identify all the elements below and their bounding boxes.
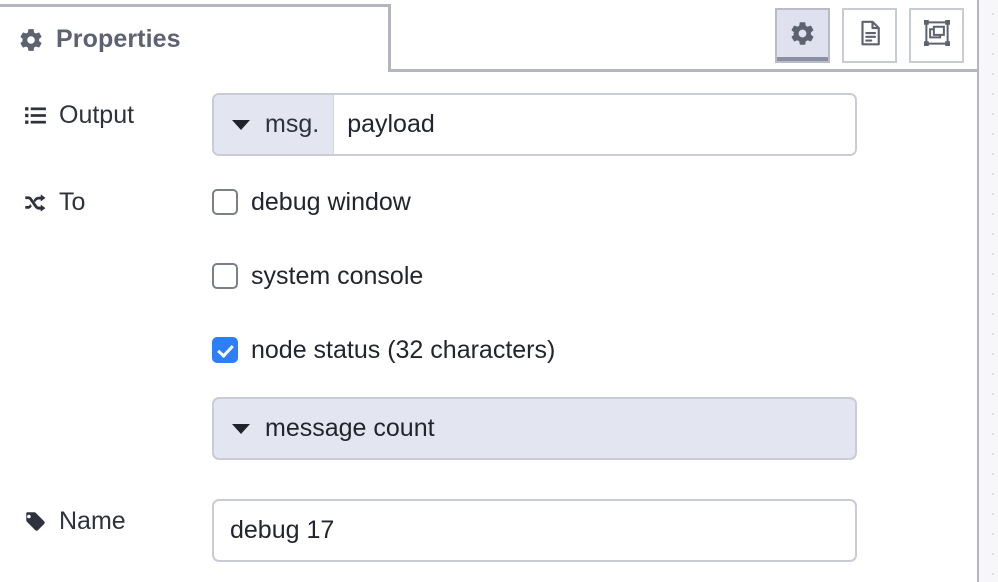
panel-right-border (977, 0, 979, 582)
properties-button[interactable] (775, 8, 830, 63)
checkbox-debug-window-box[interactable] (212, 189, 238, 215)
chevron-down-icon (232, 119, 250, 130)
checkbox-debug-window[interactable]: debug window (212, 180, 977, 224)
checkbox-node-status-label: node status (32 characters) (251, 335, 556, 364)
document-icon (855, 18, 885, 53)
output-field: msg. payload (212, 93, 977, 156)
panel-tab-actions (775, 8, 964, 63)
checkbox-node-status[interactable]: node status (32 characters) (212, 328, 977, 372)
panel-tabbar: Properties (0, 0, 977, 72)
gear-icon (789, 20, 816, 52)
name-label-text: Name (59, 506, 126, 535)
to-label-text: To (59, 187, 86, 216)
status-type-select[interactable]: message count (212, 397, 857, 460)
tag-icon (22, 508, 48, 534)
output-property-input[interactable]: payload (334, 95, 855, 154)
checkbox-system-console-label: system console (251, 261, 424, 290)
row-to: To debug window system console node stat… (0, 180, 977, 460)
name-input[interactable]: debug 17 (212, 499, 857, 562)
output-label-text: Output (59, 100, 135, 129)
name-label: Name (0, 499, 212, 543)
flow-canvas-strip (979, 0, 998, 582)
tab-properties-label: Properties (56, 25, 181, 53)
output-label: Output (0, 93, 212, 137)
checkbox-system-console[interactable]: system console (212, 254, 977, 298)
status-type-select-value: message count (265, 414, 435, 442)
checkbox-debug-window-label: debug window (251, 187, 411, 216)
shuffle-icon (22, 189, 48, 215)
checkbox-system-console-box[interactable] (212, 263, 238, 289)
name-field: debug 17 (212, 499, 977, 562)
tab-properties[interactable]: Properties (0, 4, 391, 72)
description-button[interactable] (842, 8, 897, 63)
to-label: To (0, 180, 212, 224)
gear-icon (18, 27, 44, 53)
appearance-icon (922, 18, 952, 53)
output-type-select[interactable]: msg. (214, 95, 335, 154)
to-field: debug window system console node status … (212, 180, 977, 460)
list-icon (22, 102, 48, 128)
chevron-down-icon (232, 423, 250, 434)
row-name: Name debug 17 (0, 499, 977, 562)
output-type-label: msg. (265, 110, 320, 138)
tabbar-underline (391, 69, 977, 72)
node-edit-panel: Properties (0, 0, 977, 582)
checkbox-node-status-box[interactable] (212, 337, 238, 363)
appearance-button[interactable] (909, 8, 964, 63)
output-typed-input[interactable]: msg. payload (212, 93, 857, 156)
row-output: Output msg. payload (0, 93, 977, 156)
